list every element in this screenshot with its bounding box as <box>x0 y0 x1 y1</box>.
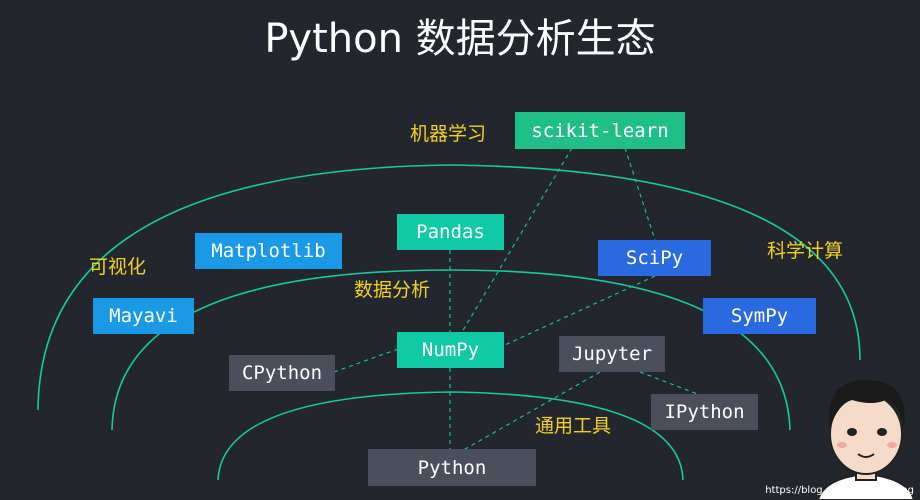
link-sklearn-numpy <box>461 147 573 333</box>
node-scikit-learn: scikit-learn <box>515 112 685 149</box>
node-jupyter: Jupyter <box>559 336 665 372</box>
link-jupyter-ipython <box>639 371 701 396</box>
label-scientific-computing: 科学计算 <box>767 240 844 262</box>
node-numpy: NumPy <box>397 332 504 368</box>
link-jupyter-python <box>459 371 601 453</box>
node-mayavi: Mayavi <box>93 298 194 334</box>
node-python: Python <box>368 449 536 486</box>
node-sympy: SymPy <box>703 298 816 334</box>
node-ipython: IPython <box>651 394 758 430</box>
page-title: Python 数据分析生态 <box>264 16 656 62</box>
node-cpython: CPython <box>229 355 335 391</box>
label-visualization: 可视化 <box>89 256 147 278</box>
node-scipy: SciPy <box>598 240 711 276</box>
outer-arc <box>37 164 861 411</box>
watermark: https://blog.csdn.net/...Spring <box>765 485 914 496</box>
node-matplotlib: Matplotlib <box>195 233 342 269</box>
link-sklearn-scipy <box>624 147 656 241</box>
label-machine-learning: 机器学习 <box>410 123 487 145</box>
avatar <box>816 380 916 500</box>
link-cpython-numpy <box>333 348 399 373</box>
link-scipy-numpy <box>504 275 656 346</box>
label-general-tools: 通用工具 <box>535 415 612 437</box>
label-data-analysis: 数据分析 <box>354 279 431 301</box>
node-pandas: Pandas <box>397 214 504 250</box>
